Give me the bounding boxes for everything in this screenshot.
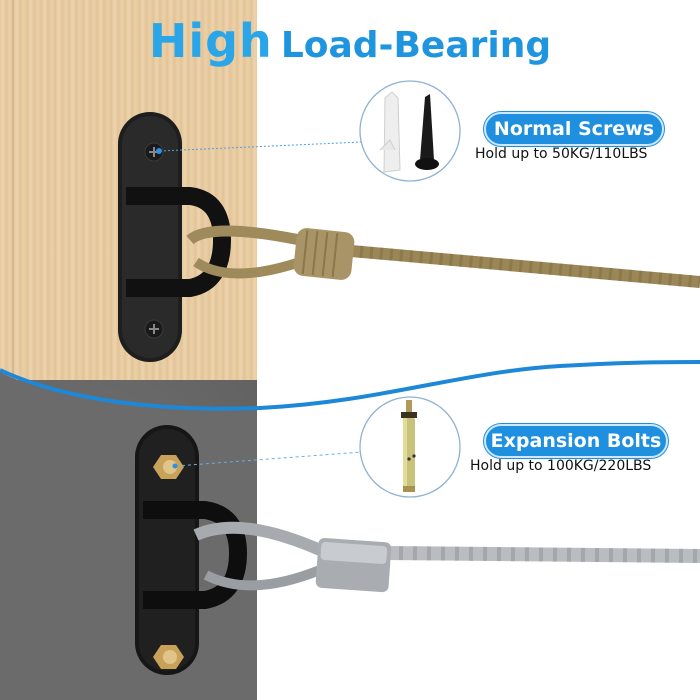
expansion-bolts-capacity: Hold up to 100KG/220LBS — [470, 458, 652, 474]
steel-cable — [193, 521, 700, 593]
normal-screws-capacity: Hold up to 50KG/110LBS — [475, 146, 648, 162]
expansion-bolts-badge: Expansion Bolts — [484, 424, 668, 458]
top-wall-bracket — [118, 112, 231, 362]
normal-screws-badge: Normal Screws — [484, 112, 664, 146]
rope — [186, 225, 700, 288]
wood-edge — [12, 0, 14, 400]
bottom-wall-bracket — [135, 425, 247, 675]
plastic-anchor-icon — [379, 91, 401, 173]
screw-callout-circle — [359, 80, 461, 182]
bolt-callout-circle — [359, 396, 461, 498]
title-rest: Load-Bearing — [280, 25, 552, 66]
title-highlight: High — [148, 14, 273, 68]
concrete-wave-fill — [0, 372, 257, 700]
black-screw-icon — [415, 94, 439, 170]
expansion-bolt-icon — [401, 400, 417, 492]
wave-line — [0, 360, 700, 411]
